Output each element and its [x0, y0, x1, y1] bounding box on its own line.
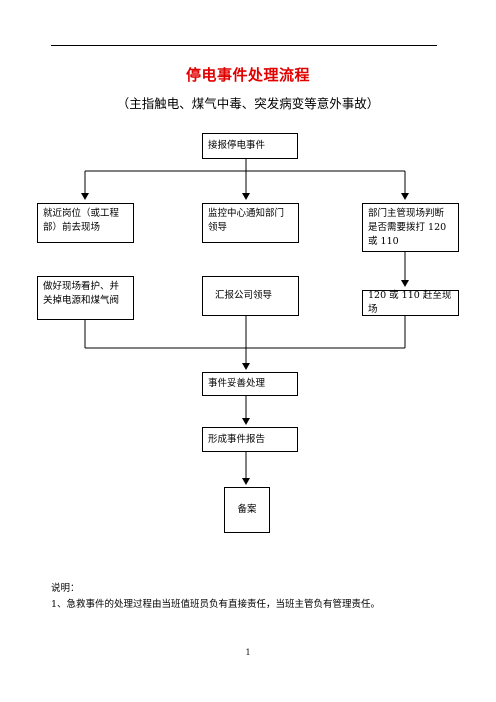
node-step4-label: 形成事件报告 — [208, 433, 266, 445]
node-right2: 120 或 110 赶至现场 — [362, 290, 459, 316]
node-mid2-label: 汇报公司领导 — [215, 290, 273, 301]
node-left1: 就近岗位（或工程部）前去现场 — [37, 203, 134, 243]
node-right2-label: 120 或 110 赶至现场 — [368, 290, 452, 315]
node-start-label: 接报停电事件 — [208, 140, 266, 151]
page-title: 停电事件处理流程 — [185, 66, 310, 84]
node-mid1-label: 监控中心通知部门领导 — [208, 208, 285, 233]
node-step3: 事件妥善处理 — [202, 372, 298, 396]
header-rule — [51, 45, 437, 46]
node-right1-label: 部门主管现场判断是否需要拨打 120 或 110 — [368, 208, 447, 247]
node-left2: 做好现场看护、并关掉电源和煤气阀 — [37, 276, 134, 320]
node-step5-label: 备案 — [237, 504, 257, 515]
node-right1: 部门主管现场判断是否需要拨打 120 或 110 — [362, 203, 459, 252]
node-mid1: 监控中心通知部门领导 — [202, 203, 299, 243]
page-subtitle: （主指触电、煤气中毒、突发病变等意外事故） — [116, 96, 380, 111]
note-heading: 说明： — [51, 583, 80, 594]
node-start: 接报停电事件 — [202, 133, 298, 159]
node-left2-label: 做好现场看护、并关掉电源和煤气阀 — [43, 281, 120, 306]
page-number: 1 — [245, 648, 251, 657]
node-step4: 形成事件报告 — [202, 427, 298, 452]
node-step5: 备案 — [224, 487, 270, 533]
node-mid2: 汇报公司领导 — [202, 276, 299, 316]
node-step3-label: 事件妥善处理 — [208, 378, 266, 389]
node-left1-label: 就近岗位（或工程部）前去现场 — [43, 208, 120, 233]
note-item-1: 1、急救事件的处理过程由当班值班员负有直接责任，当班主管负有管理责任。 — [51, 599, 381, 610]
